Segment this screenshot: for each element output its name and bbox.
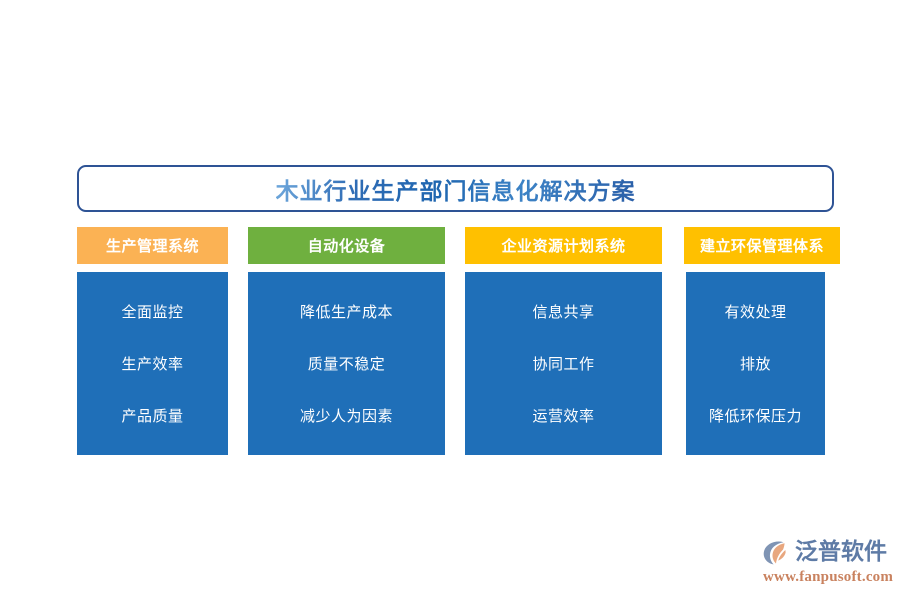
logo-brand-text: 泛普软件 (795, 538, 887, 565)
column-automation-equipment: 自动化设备 降低生产成本 质量不稳定 减少人为因素 (248, 227, 445, 455)
column-item: 降低环保压力 (708, 407, 802, 425)
column-header[interactable]: 生产管理系统 (77, 227, 228, 264)
logo-row: 泛普软件 (762, 536, 894, 568)
column-item: 质量不稳定 (307, 355, 386, 373)
column-item: 运营效率 (532, 407, 595, 425)
diagram-title-text: 木业行业生产部门信息化解决方案 (276, 172, 636, 206)
watermark-logo: 泛普软件 www.fanpusoft.com (762, 536, 894, 588)
diagram-title-box: 木业行业生产部门信息化解决方案 (77, 165, 834, 212)
columns-container: 生产管理系统 全面监控 生产效率 产品质量 自动化设备 降低生产成本 质量不稳定… (77, 227, 840, 457)
column-header[interactable]: 建立环保管理体系 (684, 227, 840, 264)
column-body: 全面监控 生产效率 产品质量 (77, 272, 228, 455)
column-header[interactable]: 自动化设备 (248, 227, 445, 264)
column-erp-system: 企业资源计划系统 信息共享 协同工作 运营效率 (465, 227, 662, 455)
fanpu-swirl-logo-icon (762, 539, 792, 566)
column-body: 信息共享 协同工作 运营效率 (465, 272, 662, 455)
column-item: 信息共享 (532, 304, 595, 322)
column-item: 降低生产成本 (299, 304, 393, 322)
column-item: 全面监控 (121, 304, 184, 322)
column-item: 减少人为因素 (299, 407, 393, 425)
column-body: 有效处理 排放 降低环保压力 (686, 272, 825, 455)
column-item: 有效处理 (724, 304, 787, 322)
column-item: 生产效率 (121, 355, 184, 373)
column-header[interactable]: 企业资源计划系统 (465, 227, 662, 264)
column-environmental-management: 建立环保管理体系 有效处理 排放 降低环保压力 (684, 227, 840, 455)
column-body: 降低生产成本 质量不稳定 减少人为因素 (248, 272, 445, 455)
column-item: 排放 (739, 355, 771, 373)
column-item: 协同工作 (532, 355, 595, 373)
logo-url-text: www.fanpusoft.com (763, 569, 894, 585)
column-production-management: 生产管理系统 全面监控 生产效率 产品质量 (77, 227, 228, 455)
column-item: 产品质量 (121, 407, 184, 425)
